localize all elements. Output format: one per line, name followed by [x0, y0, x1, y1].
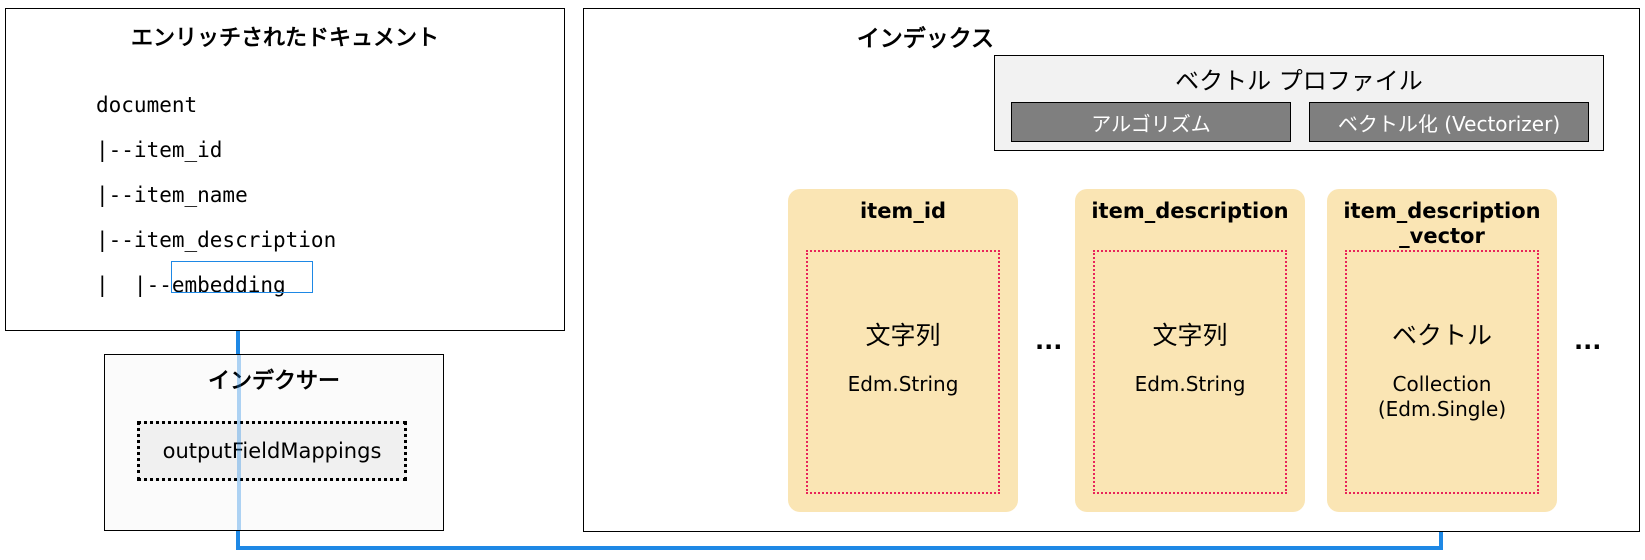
tree-line-item-description: |--item_description — [96, 228, 337, 252]
output-field-mappings-box: outputFieldMappings — [137, 421, 407, 481]
embedding-highlight — [171, 261, 313, 293]
tree-line-document: document — [96, 93, 198, 117]
tree-line-embedding: | |--embedding — [96, 273, 286, 297]
vector-profile-box: ベクトル プロファイル アルゴリズム ベクトル化 (Vectorizer) — [994, 55, 1604, 151]
tree-line-item-name: |--item_name — [96, 183, 248, 207]
field-card-item-id: item_id 文字列 Edm.String — [788, 189, 1018, 512]
field-type-edm: Edm.String — [847, 372, 959, 396]
field-type-jp: ベクトル — [1391, 321, 1492, 350]
field-name: item_description _vector — [1343, 199, 1541, 248]
index-title: インデックス — [856, 26, 994, 52]
mapping-line-overlay — [237, 355, 241, 530]
field-card-item-description: item_description 文字列 Edm.String — [1075, 189, 1305, 512]
enriched-document-title: エンリッチされたドキュメント — [130, 26, 439, 51]
field-type-jp: 文字列 — [865, 321, 941, 350]
field-name: item_description — [1091, 199, 1289, 223]
ellipsis-1: ... — [1035, 327, 1063, 355]
ellipsis-2: ... — [1574, 327, 1602, 355]
indexer-panel: インデクサー outputFieldMappings — [104, 354, 444, 531]
tree-line-item-id: |--item_id — [96, 138, 223, 162]
field-type-box: 文字列 Edm.String — [1093, 250, 1287, 494]
vectorizer-box: ベクトル化 (Vectorizer) — [1309, 102, 1589, 142]
algorithm-box: アルゴリズム — [1011, 102, 1291, 142]
vector-profile-title: ベクトル プロファイル — [1175, 67, 1423, 95]
indexer-title: インデクサー — [207, 369, 340, 394]
field-name: item_id — [859, 199, 947, 223]
enriched-document-panel: エンリッチされたドキュメント document |--item_id |--it… — [5, 8, 565, 331]
index-panel: インデックス ベクトル プロファイル アルゴリズム ベクトル化 (Vectori… — [583, 8, 1640, 532]
field-type-box: 文字列 Edm.String — [806, 250, 1000, 494]
field-type-edm: Edm.String — [1134, 372, 1246, 396]
field-type-box: ベクトル Collection (Edm.Single) — [1345, 250, 1539, 494]
field-type-edm: Collection (Edm.Single) — [1377, 372, 1507, 421]
field-card-item-description-vector: item_description _vector ベクトル Collection… — [1327, 189, 1557, 512]
field-type-jp: 文字列 — [1152, 321, 1228, 350]
